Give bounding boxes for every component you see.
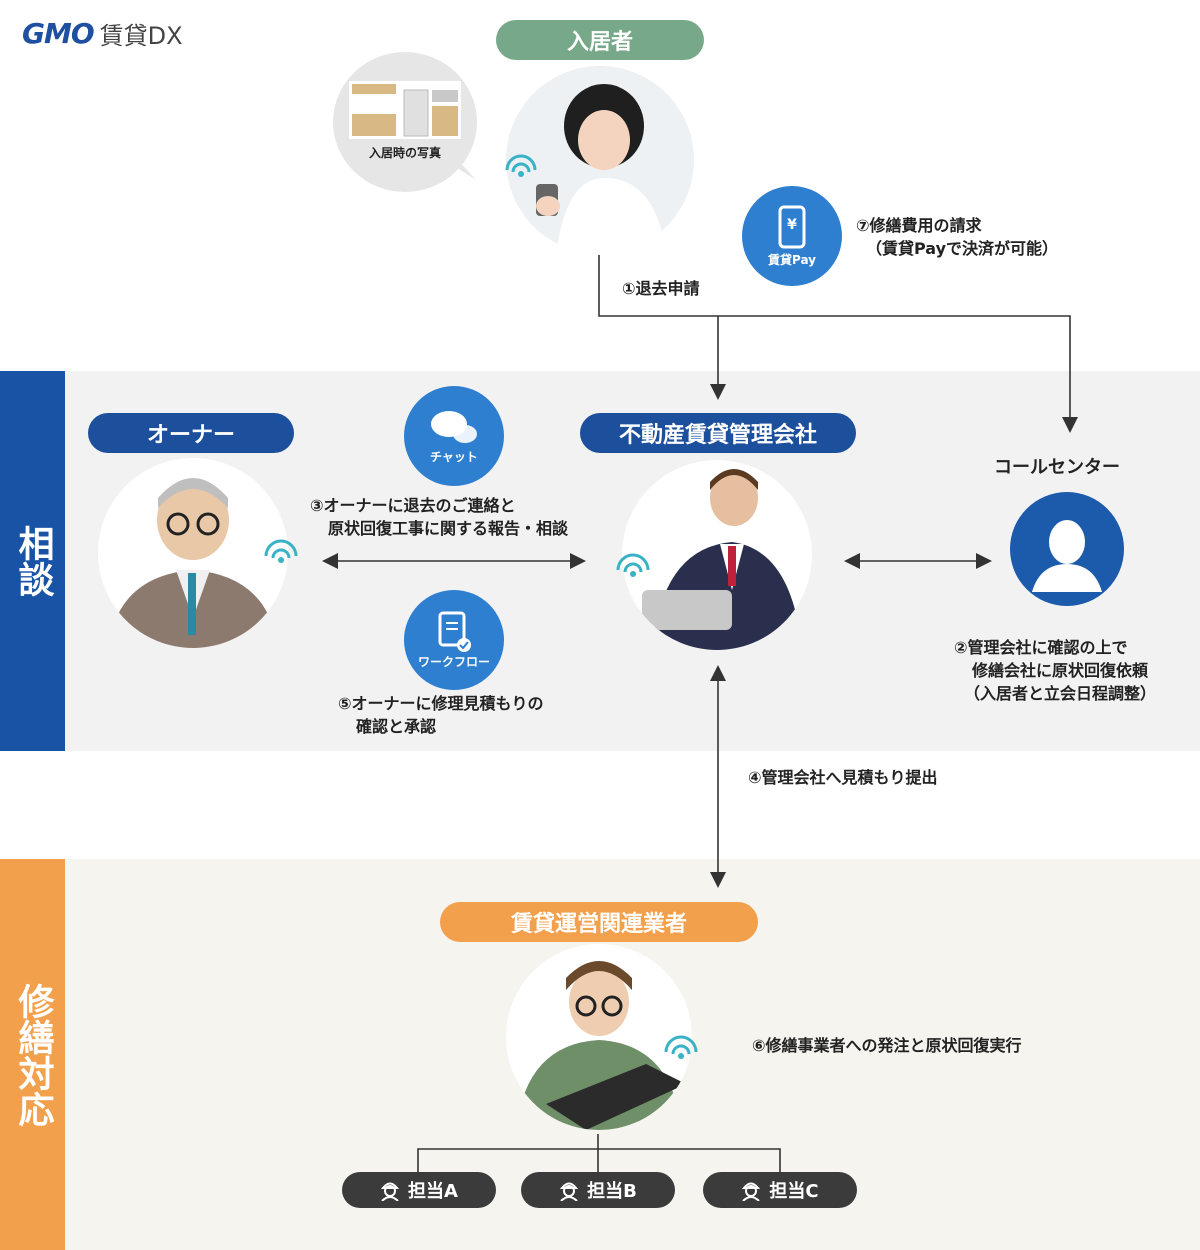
chat-bubbles-icon bbox=[431, 410, 477, 443]
room-photo-icon bbox=[348, 80, 462, 140]
step2: ②管理会社に確認の上で 修繕会社に原状回復依頼 （入居者と立会日程調整） bbox=[954, 638, 1157, 703]
document-check-icon bbox=[438, 611, 471, 652]
owner-avatar bbox=[98, 458, 288, 648]
pay-app-label: 賃貸Pay bbox=[767, 252, 817, 267]
step6: ⑥修繕事業者への発注と原状回復実行 bbox=[752, 1036, 1022, 1055]
pay-app-icon: ¥ 賃貸Pay bbox=[742, 186, 842, 286]
logo-product: 賃貸DX bbox=[99, 22, 183, 50]
vendor-label: 賃貸運営関連業者 bbox=[440, 902, 758, 942]
workflow-app-icon: ワークフロー bbox=[404, 590, 504, 690]
svg-text:¥: ¥ bbox=[787, 217, 797, 233]
vendor-avatar bbox=[506, 944, 692, 1130]
staff-a: 担当A bbox=[342, 1172, 496, 1208]
chat-app-icon: チャット bbox=[404, 386, 504, 486]
vendor-staff-branch bbox=[417, 1148, 781, 1172]
phone-yen-icon: ¥ bbox=[778, 205, 806, 248]
tenant-label: 入居者 bbox=[496, 20, 704, 60]
manager-signal-icon bbox=[616, 553, 650, 577]
step7: ⑦修繕費用の請求 （賃貸Payで決済が可能） bbox=[856, 216, 1059, 258]
chat-app-label: チャット bbox=[430, 449, 478, 464]
tenant-to-callcenter-line bbox=[598, 255, 1078, 433]
manager-label: 不動産賃貸管理会社 bbox=[580, 413, 856, 453]
step1: ①退去申請 bbox=[622, 279, 700, 298]
staff-b: 担当B bbox=[521, 1172, 675, 1208]
workflow-app-label: ワークフロー bbox=[417, 654, 490, 669]
manager-avatar bbox=[622, 460, 812, 650]
tenant-avatar bbox=[506, 66, 694, 254]
tenant-signal-icon bbox=[505, 154, 537, 177]
bubble-tail bbox=[448, 160, 476, 180]
photo-bubble: 入居時の写真 bbox=[333, 52, 477, 192]
owner-signal-icon bbox=[264, 539, 298, 563]
step5: ⑤オーナーに修理見積もりの 確認と承認 bbox=[338, 694, 544, 736]
vendor-signal-icon bbox=[664, 1035, 698, 1059]
step4: ④管理会社へ見積もり提出 bbox=[748, 768, 938, 787]
worker-icon bbox=[560, 1182, 579, 1201]
logo: GMO 賃貸DX bbox=[22, 16, 183, 51]
photo-caption: 入居時の写真 bbox=[368, 146, 441, 160]
worker-icon bbox=[742, 1182, 761, 1201]
consult-section-label: 相談 bbox=[0, 371, 65, 751]
worker-icon bbox=[380, 1182, 400, 1201]
logo-brand: GMO bbox=[22, 17, 95, 50]
owner-label: オーナー bbox=[88, 413, 294, 453]
callcenter-icon bbox=[1010, 492, 1124, 606]
staff-c: 担当C bbox=[703, 1172, 857, 1208]
step3: ③オーナーに退去のご連絡と 原状回復工事に関する報告・相談 bbox=[310, 496, 569, 538]
callcenter-label: コールセンター bbox=[994, 457, 1120, 478]
repair-section-label: 修繕対応 bbox=[0, 859, 65, 1250]
